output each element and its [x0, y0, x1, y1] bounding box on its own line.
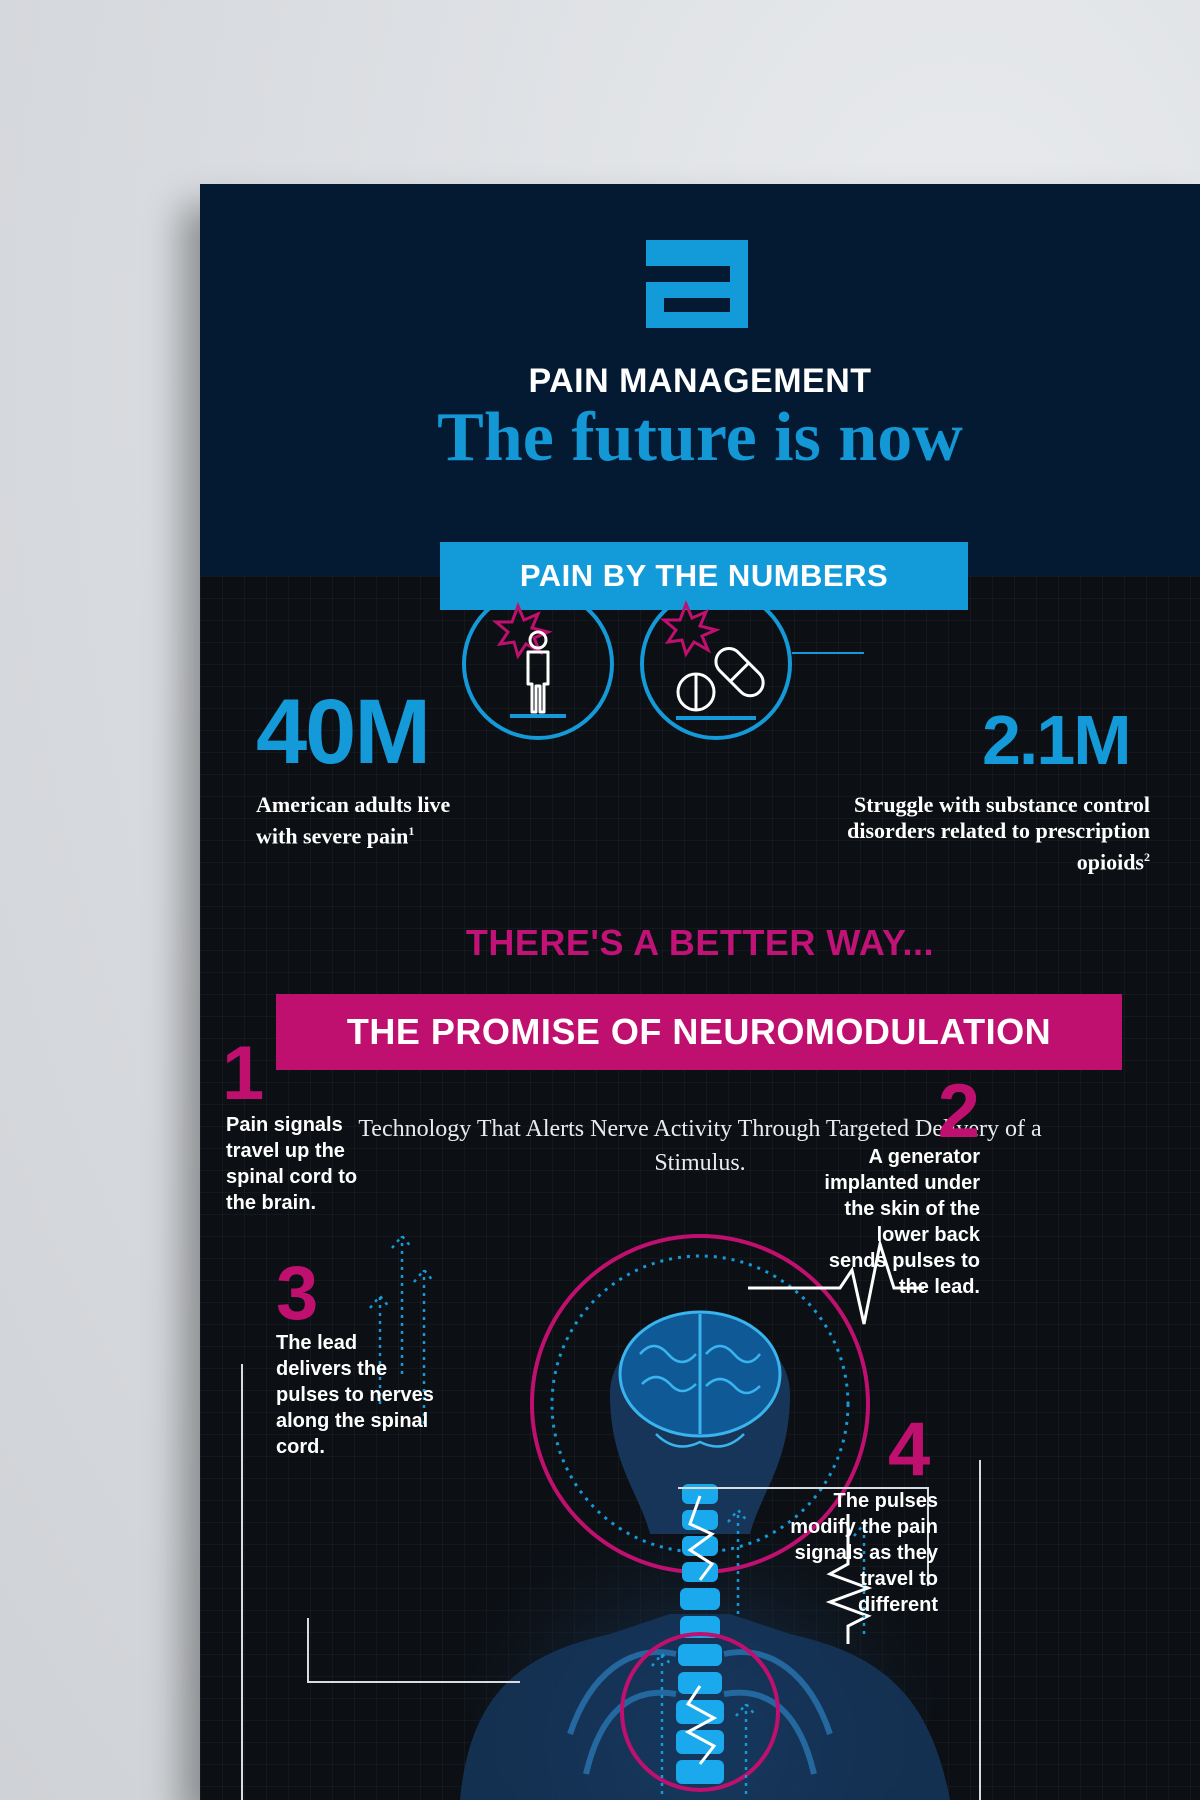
headline: The future is now [437, 399, 963, 476]
stat-left-text: American adults live with severe pain1 [256, 792, 496, 849]
stat-left-connector [456, 602, 498, 604]
header-section: PAIN MANAGEMENT The future is now [200, 184, 1200, 576]
brain-icon [618, 1310, 782, 1448]
kicker-title: PAIN MANAGEMENT [528, 362, 872, 400]
pulse-wave-icon [748, 1238, 924, 1325]
pain-by-numbers-band: PAIN BY THE NUMBERS [440, 542, 968, 610]
stat-left-label: American adults live with severe pain [256, 792, 451, 849]
stat-right-footnote: 2 [1144, 850, 1150, 864]
infographic-poster: PAIN MANAGEMENT The future is now PAIN B… [200, 184, 1200, 1800]
grid-background [200, 576, 1200, 1800]
stat-right-label: Struggle with substance control disorder… [847, 792, 1150, 875]
pill-pain-icon [640, 588, 792, 740]
tagline: Technology That Alerts Nerve Activity Th… [358, 1116, 1042, 1176]
person-pain-icon [462, 588, 614, 740]
stat-right-connector [792, 652, 864, 654]
stat-left-value: 40M [256, 681, 431, 783]
step-4-number: 4 [888, 1407, 931, 1492]
step-3-number: 3 [276, 1251, 319, 1336]
promise-band: THE PROMISE OF NEUROMODULATION [276, 994, 1122, 1070]
step-2-text: A generator implanted under the skin of … [824, 1146, 980, 1298]
abbott-logo-icon [646, 240, 748, 328]
stat-right-text: Struggle with substance control disorder… [828, 792, 1150, 875]
head-dotted-ring [550, 1254, 850, 1554]
connector-lines [241, 1234, 981, 1800]
step-1-text: Pain signals travel up the spinal cord t… [226, 1114, 358, 1214]
step-3-text: The lead delivers the pulses to nerves a… [276, 1332, 434, 1458]
better-way-heading: THERE'S A BETTER WAY... [465, 922, 935, 963]
stat-right-value: 2.1M [982, 701, 1132, 779]
body-figure [460, 1234, 950, 1800]
stat-left-footnote: 1 [408, 824, 415, 838]
step-2-number: 2 [937, 1069, 980, 1154]
step-4-text: The pulses modify the pain signals as th… [790, 1490, 938, 1616]
step-1-number: 1 [222, 1031, 265, 1116]
spine-ring [620, 1632, 780, 1792]
